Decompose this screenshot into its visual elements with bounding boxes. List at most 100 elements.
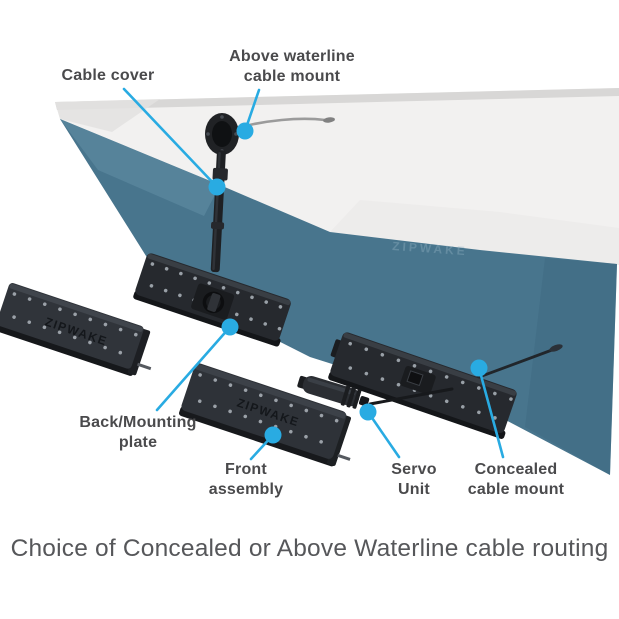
screw-dot	[364, 371, 369, 376]
screw-dot	[197, 399, 202, 404]
screw-dot	[164, 266, 169, 271]
screw-dot	[12, 292, 17, 296]
screw-dot	[42, 325, 47, 330]
screw-dot	[258, 419, 263, 424]
screw-dot	[476, 386, 481, 390]
screw-dot	[274, 398, 278, 403]
front-assembly-part: ZIPWAKE	[179, 363, 351, 467]
label-back-mounting: Back/Mounting plate	[79, 414, 197, 451]
leader-above-waterline	[236, 88, 261, 140]
screw-dot	[444, 375, 449, 379]
screw-dot	[72, 335, 77, 340]
screw-dot	[149, 284, 154, 288]
screw-dot	[509, 397, 513, 401]
screw-dot	[118, 350, 123, 355]
mount-hub	[212, 121, 232, 147]
screw-dot	[263, 322, 268, 326]
screw-dot	[42, 302, 47, 306]
screw-dot	[150, 262, 155, 266]
label-concealed: Concealed cable mount	[467, 461, 565, 498]
screw-dot	[228, 409, 232, 414]
screw-dot	[118, 327, 123, 332]
screw-dot	[396, 358, 401, 363]
screw-dot	[228, 383, 233, 387]
screw-dot	[73, 312, 77, 317]
screw-dot	[198, 373, 202, 377]
diagram-caption: Choice of Concealed or Above Waterline c…	[10, 535, 609, 562]
back-mounting-plate-detached: ZIPWAKE	[0, 283, 152, 376]
screw-dot	[250, 295, 254, 300]
screw-dot	[289, 403, 293, 408]
screw-dot	[103, 345, 107, 350]
label-cable-cover: Cable cover	[61, 67, 155, 84]
screw-dot	[213, 404, 217, 409]
screw-dot	[493, 416, 497, 420]
leader-concealed	[470, 359, 505, 459]
screw-dot	[163, 288, 168, 293]
screw-dot	[178, 293, 182, 298]
screw-dot	[428, 369, 433, 374]
screw-dot	[27, 320, 32, 324]
screw-dot	[27, 297, 32, 301]
screw-dot	[58, 307, 62, 312]
screw-dot	[258, 393, 263, 398]
screw-dot	[493, 391, 497, 396]
screw-dot	[179, 271, 183, 276]
screw-dot	[243, 414, 248, 419]
leader-servo-unit	[359, 403, 401, 459]
screw-dot	[278, 305, 283, 309]
hull-freeboard-shade-right	[330, 200, 619, 265]
servo-cable	[368, 387, 454, 406]
screw-dot	[57, 330, 62, 335]
label-above-waterline: Above waterline cable mount	[229, 48, 355, 85]
screw-dot	[477, 410, 481, 415]
leader-cable-cover	[122, 87, 226, 196]
screw-dot	[444, 399, 449, 404]
screw-dot	[334, 418, 339, 423]
screw-dot	[460, 380, 465, 385]
antenna-cable-tip	[323, 117, 335, 123]
screw-dot	[412, 364, 417, 368]
mount-bolt	[220, 115, 224, 119]
concealed-cable-tip	[549, 344, 563, 352]
screw-dot	[348, 341, 352, 346]
concealed-plate-installed	[328, 332, 563, 439]
screw-dot	[428, 393, 433, 398]
screw-dot	[133, 332, 138, 337]
screw-dot	[264, 300, 269, 304]
screw-dot	[460, 405, 465, 409]
screw-dot	[234, 312, 239, 317]
screw-dot	[235, 290, 240, 295]
hull-freeboard-shade-left	[55, 99, 160, 132]
leader-dot	[264, 426, 282, 444]
screw-dot	[364, 347, 369, 352]
leader-dot	[470, 359, 488, 377]
screw-dot	[103, 322, 108, 327]
back-mounting-plate-installed	[133, 253, 291, 347]
screw-dot	[348, 366, 353, 370]
screw-dot	[249, 317, 253, 321]
hull-teal-highlight	[60, 119, 220, 216]
leader-dot	[359, 403, 377, 421]
screw-dot	[213, 378, 218, 382]
screw-dot	[207, 281, 212, 285]
leader-dot	[208, 178, 226, 196]
screw-dot	[12, 315, 16, 319]
screw-dot	[396, 382, 401, 387]
hull-watermark: ZIPWAKE	[392, 239, 468, 258]
screw-dot	[304, 434, 308, 439]
screw-dot	[193, 276, 197, 281]
leader-dot	[221, 318, 239, 336]
screw-dot	[88, 340, 92, 345]
leader-lines	[122, 87, 505, 461]
leader-dot	[236, 122, 254, 140]
screw-dot	[380, 377, 385, 381]
hull-teal-shade-right	[525, 258, 617, 475]
screw-dot	[319, 413, 324, 418]
label-servo-unit: Servo Unit	[391, 461, 437, 498]
servo-unit-part	[297, 375, 454, 409]
screw-dot	[288, 429, 293, 434]
label-front-assembly: Front assembly	[208, 461, 284, 498]
screw-dot	[380, 352, 385, 357]
